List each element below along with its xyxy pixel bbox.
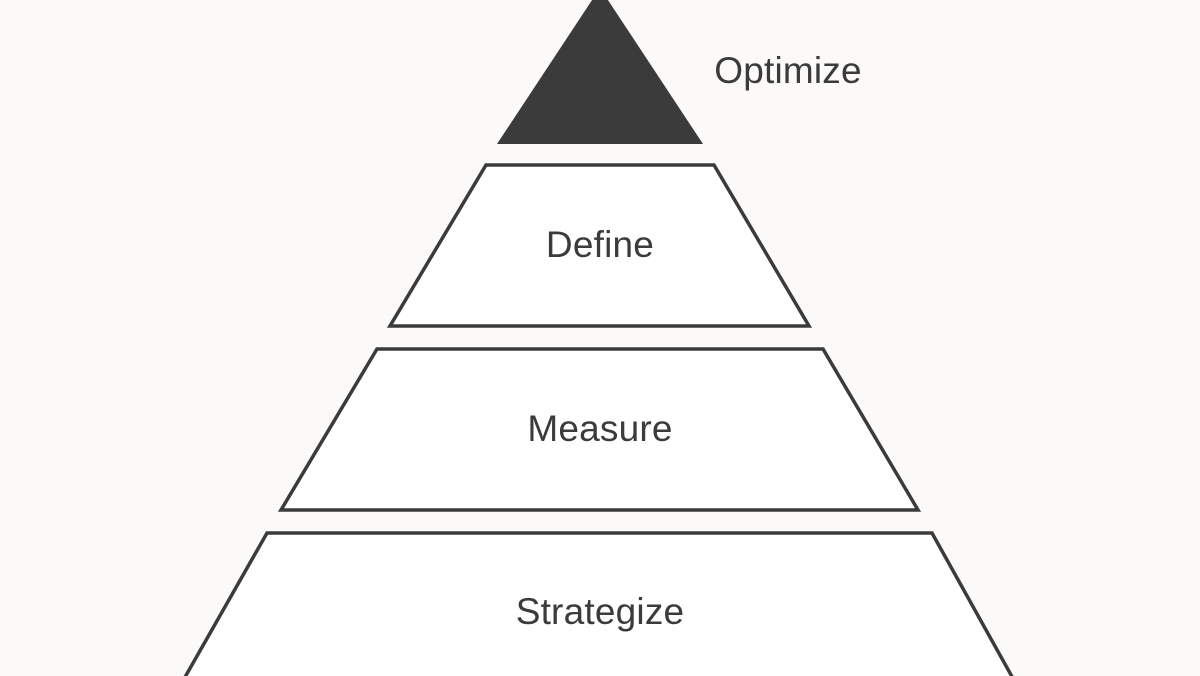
tier-define-shape [386, 163, 813, 328]
tier-measure-shape [277, 347, 922, 512]
tier-strategize-shape [183, 531, 1014, 676]
tier-label-define: Define [545, 224, 655, 265]
tier-optimize-shape [497, 0, 703, 144]
tier-label-optimize: Optimize [714, 50, 862, 91]
tier-label-measure: Measure [527, 408, 673, 449]
tier-label-strategize: Strategize [515, 591, 685, 632]
